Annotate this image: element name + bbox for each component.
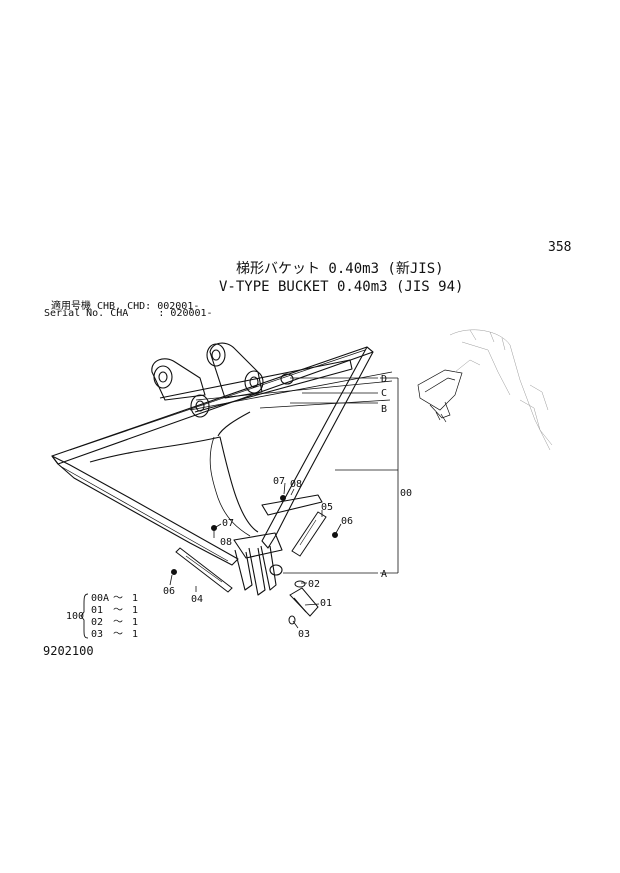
callout-06-right: 06	[341, 516, 353, 527]
callout-00: 00	[400, 488, 412, 499]
assembly-tilde-3: ～	[113, 629, 123, 640]
callout-08-lower: 08	[220, 537, 232, 548]
callout-05: 05	[321, 502, 333, 513]
serial-line-1: 適用号機 CHB, CHD: 002001-	[51, 301, 200, 312]
reference-lines	[169, 377, 399, 629]
assembly-part-2: 02	[91, 617, 103, 628]
callout-labels: D C B A 00 07 08 05 06 07 08 06 04 02 01…	[163, 374, 412, 640]
bucket-body	[51, 342, 393, 596]
callout-d: D	[381, 374, 387, 385]
assembly-code: 100	[66, 611, 84, 622]
callout-04: 04	[191, 594, 203, 605]
callout-01: 01	[320, 598, 332, 609]
machine-location-sketch	[417, 329, 553, 451]
title-english: V-TYPE BUCKET 0.40m3 (JIS 94)	[219, 279, 464, 295]
assembly-brace	[80, 593, 89, 639]
callout-06-left: 06	[163, 586, 175, 597]
assembly-qty-2: 1	[132, 617, 138, 628]
assembly-tilde-1: ～	[113, 605, 123, 616]
assembly-tilde-0: ～	[113, 593, 123, 604]
callout-08-upper: 08	[290, 479, 302, 490]
tooth-point	[288, 580, 319, 625]
assembly-list: 100 00A ～ 1 01 ～ 1 02 ～ 1 03 ～ 1	[66, 593, 138, 640]
callout-03: 03	[298, 629, 310, 640]
callout-07-lower: 07	[222, 518, 234, 529]
page-number: 358	[548, 240, 572, 255]
assembly-tilde-2: ～	[113, 617, 123, 628]
document-code: 9202100	[43, 644, 94, 658]
callout-c: C	[381, 388, 387, 399]
callout-a: A	[381, 569, 387, 580]
assembly-qty-3: 1	[132, 629, 138, 640]
serial-line-2: Serial No. CHA : 020001-	[44, 308, 213, 319]
assembly-part-0: 00A	[91, 593, 109, 604]
assembly-part-1: 01	[91, 605, 103, 616]
assembly-qty-1: 1	[132, 605, 138, 616]
callout-07-upper: 07	[273, 476, 285, 487]
side-cutter-left	[175, 547, 233, 593]
callout-b: B	[381, 404, 387, 415]
title-japanese: 梯形バケット 0.40m3 (新JIS)	[236, 261, 444, 277]
assembly-part-3: 03	[91, 629, 103, 640]
side-cutter-right	[291, 511, 327, 557]
assembly-qty-0: 1	[132, 593, 138, 604]
callout-02: 02	[308, 579, 320, 590]
